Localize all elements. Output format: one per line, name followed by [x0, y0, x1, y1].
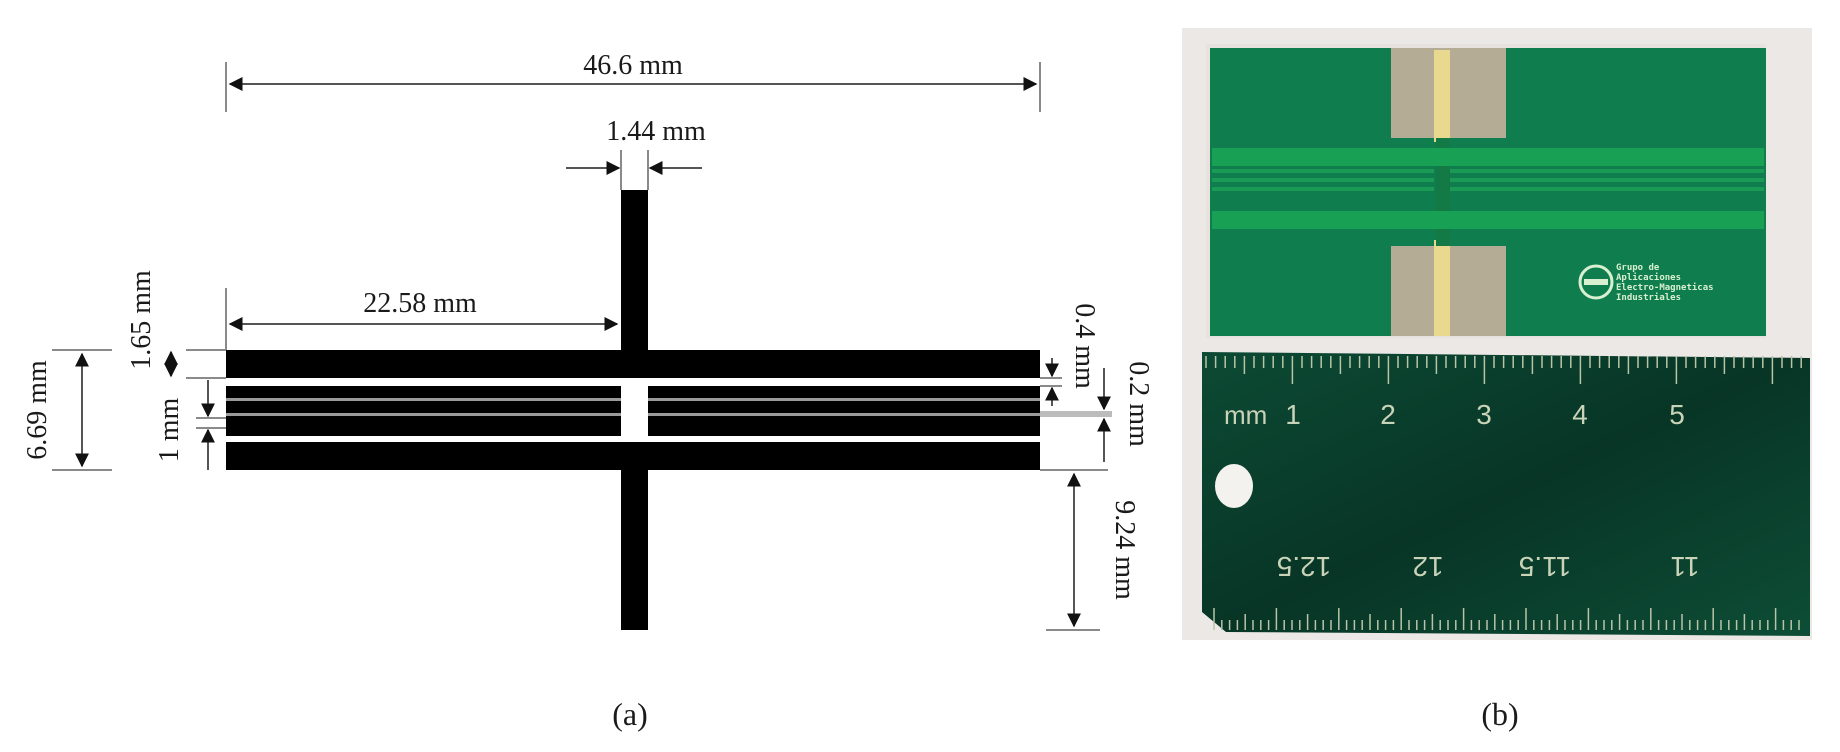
- total-length-label: 46.6 mm: [583, 50, 683, 81]
- ruler-hole: [1215, 464, 1253, 508]
- line-separator: [226, 413, 621, 416]
- pcb-logo-line-4: Industriales: [1616, 292, 1681, 303]
- coupled-lines-right: [648, 386, 1040, 436]
- pcb-thin-line: [1212, 169, 1434, 173]
- outer-strip-width-label: 1.65 mm: [126, 270, 157, 370]
- pcb-logo-line-1: Grupo de: [1616, 263, 1660, 273]
- ruler-inverted-label: 12: [1412, 551, 1443, 582]
- panel-b-caption: (b): [1481, 696, 1518, 732]
- ruler-tick-label: 2: [1380, 399, 1396, 430]
- pcb-thin-line: [1212, 178, 1434, 182]
- pcb-thin-line: [1450, 169, 1764, 173]
- gap-width-label: 1 mm: [154, 398, 185, 463]
- panel-b-photo: Grupo de Aplicaciones Electro-Magneticas…: [1182, 28, 1812, 732]
- bottom-outer-strip: [226, 442, 1040, 470]
- total-height-label: 6.69 mm: [22, 360, 53, 460]
- ruler-inverted-label: 11.5: [1519, 551, 1571, 582]
- ruler-inverted-label: 11: [1670, 551, 1699, 582]
- pcb-thin-line: [1450, 187, 1764, 191]
- half-length-label: 22.58 mm: [363, 288, 477, 319]
- pcb-board: Grupo de Aplicaciones Electro-Magneticas…: [1206, 44, 1766, 338]
- pcb-top-trace: [1212, 148, 1764, 166]
- panel-a-caption: (a): [612, 696, 648, 732]
- pcb-logo-icon: [1578, 264, 1614, 300]
- pcb-logo-line-2: Aplicaciones: [1616, 272, 1681, 283]
- panel-a-schematic: 46.6 mm 1.44 mm 22.58 mm 6.69 mm: [22, 50, 1154, 732]
- ruler-inverted-label: 12.5: [1277, 551, 1332, 582]
- line-separator: [648, 413, 1040, 416]
- line-spacing-label: 0.4 mm: [1069, 303, 1100, 389]
- pcb-bottom-trace: [1212, 211, 1764, 229]
- top-gold-strip: [1434, 50, 1450, 142]
- line-gap-extension: [1040, 411, 1112, 417]
- pcb-thin-line: [1450, 178, 1764, 182]
- ruler-tick-label: 3: [1476, 399, 1492, 430]
- ruler-top-ticks: [1205, 356, 1802, 384]
- ruler-unit-label: mm: [1224, 400, 1267, 430]
- line-separator: [648, 398, 1040, 401]
- stub-width-label: 1.44 mm: [606, 116, 706, 147]
- pcb-thin-line: [1212, 187, 1434, 191]
- ruler-bottom-ticks: [1213, 608, 1800, 630]
- ruler-tick-label: 5: [1669, 399, 1685, 430]
- bottom-gold-strip: [1434, 240, 1450, 336]
- pcb-logo-line-3: Electro-Magneticas: [1616, 282, 1714, 293]
- ruler-tick-label: 4: [1572, 399, 1588, 430]
- line-gap-label: 0.2 mm: [1123, 361, 1154, 447]
- ruler: mm 1 2 3 4 5 12.5 12 11.5 11: [1202, 352, 1810, 636]
- pcb-logo-bar: [1584, 279, 1608, 285]
- center-gap: [621, 378, 648, 442]
- top-outer-strip: [226, 350, 1040, 378]
- coupled-lines-left: [226, 386, 621, 436]
- ruler-body: [1202, 352, 1810, 636]
- ruler-tick-label: 1: [1285, 399, 1301, 430]
- stub-length-label: 9.24 mm: [1109, 500, 1140, 600]
- line-separator: [226, 398, 621, 401]
